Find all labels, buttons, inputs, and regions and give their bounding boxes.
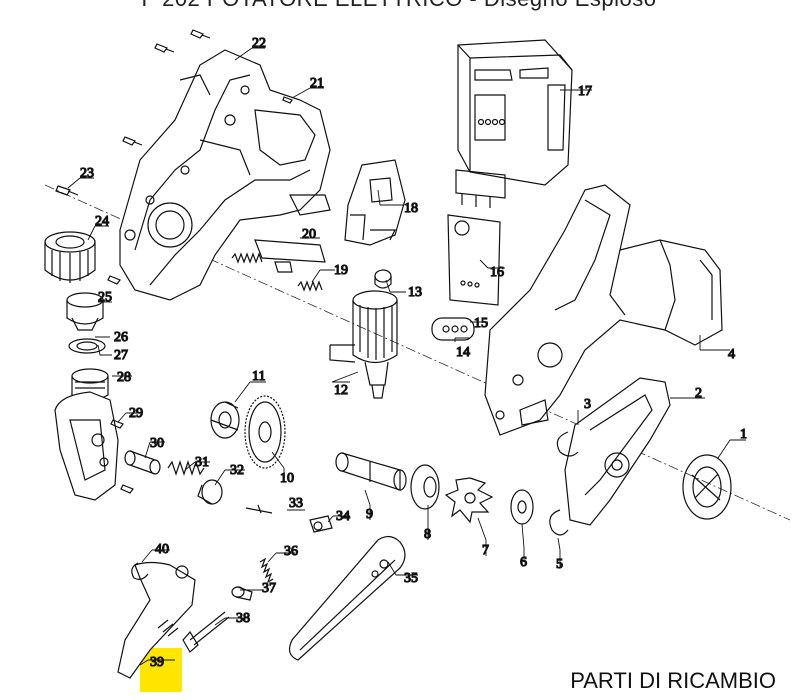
bearing-part-11 [210, 401, 240, 439]
bearing-part-8 [410, 464, 440, 510]
switch-part-18 [344, 159, 406, 246]
callout-27: 27 [114, 348, 128, 363]
lever-part-39 [117, 561, 196, 679]
callout-30: 30 [150, 436, 164, 451]
shaft-part-9 [335, 452, 407, 491]
callout-14: 14 [456, 345, 470, 360]
pin-part-30 [124, 450, 161, 475]
callout-1: 1 [740, 427, 747, 442]
callout-6: 6 [520, 555, 527, 570]
callout-21: 21 [310, 76, 324, 91]
right-housing-part-4 [484, 184, 723, 436]
callout-7: 7 [482, 543, 489, 558]
callout-23: 23 [80, 166, 94, 181]
clip-part-5 [549, 509, 569, 536]
callout-17: 17 [578, 84, 592, 99]
callout-39: 39 [150, 655, 164, 670]
spring-part-31 [167, 460, 205, 476]
callout-numbers: 22 21 23 24 25 26 27 28 29 30 31 32 33 3… [79, 35, 747, 670]
highlight-39 [140, 648, 182, 692]
callout-15: 15 [474, 316, 488, 331]
washer-part-6 [510, 489, 534, 525]
callout-29: 29 [129, 406, 143, 421]
callout-31: 31 [195, 455, 209, 470]
callout-26: 26 [114, 330, 128, 345]
spring-part-36 [259, 557, 274, 584]
pin-part-37 [231, 586, 253, 601]
callout-34: 34 [336, 509, 350, 524]
clip-part-3 [556, 431, 579, 457]
callout-11: 11 [252, 369, 265, 384]
callout-9: 9 [366, 507, 373, 522]
screw-part-23 [55, 185, 79, 196]
tension-knob-part-1 [682, 454, 732, 520]
bushing-part-25 [66, 292, 104, 331]
callout-35: 35 [404, 571, 418, 586]
sprocket-part-7 [444, 477, 494, 524]
screw-lower [120, 484, 134, 494]
callout-20: 20 [302, 227, 316, 242]
callout-28: 28 [117, 370, 131, 385]
callout-33: 33 [289, 496, 303, 511]
callout-37: 37 [262, 581, 276, 596]
callout-22: 22 [252, 36, 266, 51]
callout-38: 38 [236, 611, 250, 626]
housing-screws [107, 29, 211, 285]
callout-32: 32 [230, 463, 244, 478]
motor-part-12 [329, 290, 398, 399]
rod-part-38 [182, 611, 230, 653]
page-title: F 202 POTATORE ELETTRICO - Disegno Esplo… [0, 0, 798, 12]
callout-5: 5 [556, 557, 563, 572]
plunger-part-32 [197, 479, 223, 505]
oil-reservoir-body [54, 391, 119, 501]
bevel-gear-part-10 [244, 395, 286, 469]
screw-part-21 [282, 96, 293, 104]
guide-bar-part-35 [288, 535, 406, 661]
callout-3: 3 [584, 397, 591, 412]
pin-part-33 [245, 504, 273, 514]
left-housing-part-22 [119, 49, 331, 301]
callout-16: 16 [490, 265, 504, 280]
callout-19: 19 [334, 263, 348, 278]
assembly-axis-line [44, 184, 791, 521]
callout-25: 25 [98, 290, 112, 305]
callout-36: 36 [284, 544, 298, 559]
control-board-part-16 [447, 169, 506, 306]
spring-part-19a [231, 252, 263, 264]
bearing-part-13 [374, 269, 392, 289]
spare-parts-label: PARTI DI RICAMBIO [570, 668, 776, 693]
spring-clip-part-40 [131, 562, 149, 580]
knurled-nut-part-24 [44, 231, 96, 283]
battery-pack-part-17 [457, 39, 573, 186]
callout-24: 24 [95, 214, 109, 229]
callout-10: 10 [280, 471, 294, 486]
fitting-part-34 [309, 515, 333, 533]
spring-part-19b [297, 280, 323, 292]
callout-18: 18 [404, 201, 418, 216]
leader-lines [67, 47, 746, 666]
callout-8: 8 [424, 527, 431, 542]
button-part-14 [431, 317, 475, 341]
callout-40: 40 [155, 542, 169, 557]
callout-2: 2 [695, 386, 702, 401]
chain-guard-part-2 [564, 377, 671, 526]
callout-12: 12 [334, 383, 348, 398]
screw-part-29 [110, 419, 124, 429]
washer-part-26 [68, 338, 106, 354]
cover-part-20 [254, 239, 326, 273]
callout-13: 13 [408, 285, 422, 300]
callout-4: 4 [728, 347, 735, 362]
